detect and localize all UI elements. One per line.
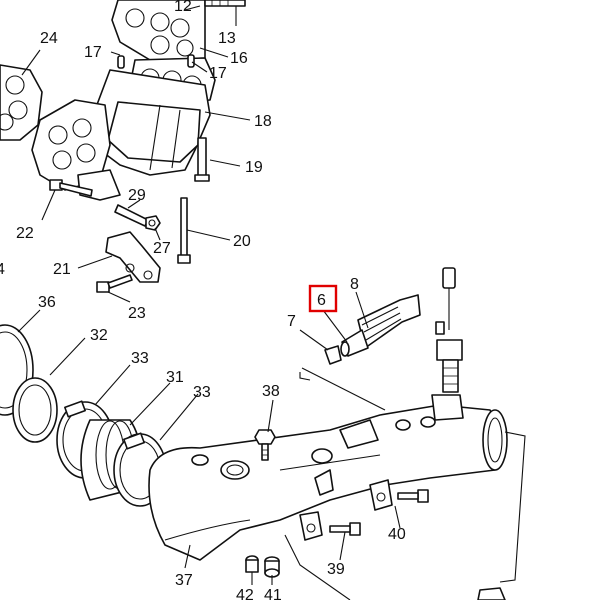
grommet-41 <box>264 556 280 578</box>
bolt-23 <box>96 274 133 293</box>
dowel-pin-17-right <box>187 54 195 68</box>
stud-29 <box>114 204 149 227</box>
bracket-bottom-right <box>477 587 506 600</box>
callout-20: 20 <box>233 233 251 250</box>
throttle-body-flange-24 <box>0 64 43 141</box>
callout-36: 36 <box>38 294 56 311</box>
callout-7: 7 <box>287 313 296 330</box>
manifold-outlet-flange <box>31 99 121 201</box>
hose-8 <box>357 294 421 349</box>
callout-23: 23 <box>128 305 146 322</box>
bolt-13 <box>204 0 246 26</box>
callout-16: 16 <box>230 50 248 67</box>
bolt-20 <box>177 197 191 264</box>
callout-17-left: 17 <box>84 44 102 61</box>
callout-6: 6 <box>317 292 326 309</box>
plug-42 <box>245 555 259 573</box>
callout-12: 12 <box>174 0 192 15</box>
bolt-19 <box>194 137 210 182</box>
callout-22: 22 <box>16 225 34 242</box>
leader-lines <box>17 5 526 600</box>
bolt-38 <box>254 429 276 461</box>
bolt-40 <box>397 489 429 503</box>
intake-manifold-18 <box>94 69 211 176</box>
callout-38: 38 <box>262 383 280 400</box>
callout-19: 19 <box>245 159 263 176</box>
intake-pipe-37 <box>148 404 508 561</box>
bolt-22 <box>49 179 93 197</box>
bracket-21 <box>105 231 161 283</box>
callout-4: 4 <box>0 261 5 278</box>
nut-27 <box>145 215 161 231</box>
callout-39: 39 <box>327 561 345 578</box>
callout-40: 40 <box>388 526 406 543</box>
bolt-39 <box>329 522 361 536</box>
callout-27: 27 <box>153 240 171 257</box>
callout-8: 8 <box>350 276 359 293</box>
callout-33-top: 33 <box>131 350 149 367</box>
callout-31: 31 <box>166 369 184 386</box>
ring-32 <box>12 377 58 443</box>
fitting-6 <box>340 329 369 357</box>
callout-17-right: 17 <box>209 65 227 82</box>
callout-29: 29 <box>128 187 146 204</box>
dowel-pin-17-left <box>117 55 125 69</box>
callout-24: 24 <box>40 30 58 47</box>
clip-7 <box>324 345 342 365</box>
callout-13: 13 <box>218 30 236 47</box>
callout-33-bottom: 33 <box>193 384 211 401</box>
callout-42: 42 <box>236 587 254 600</box>
callout-labels: 12 13 16 17 17 18 19 20 21 22 23 24 27 2… <box>0 0 406 600</box>
callout-32: 32 <box>90 327 108 344</box>
callout-41: 41 <box>264 587 282 600</box>
callout-18: 18 <box>254 113 272 130</box>
callout-37: 37 <box>175 572 193 589</box>
highlight-box-6 <box>308 284 338 313</box>
callout-21: 21 <box>53 261 71 278</box>
sensor-assembly <box>431 267 464 421</box>
